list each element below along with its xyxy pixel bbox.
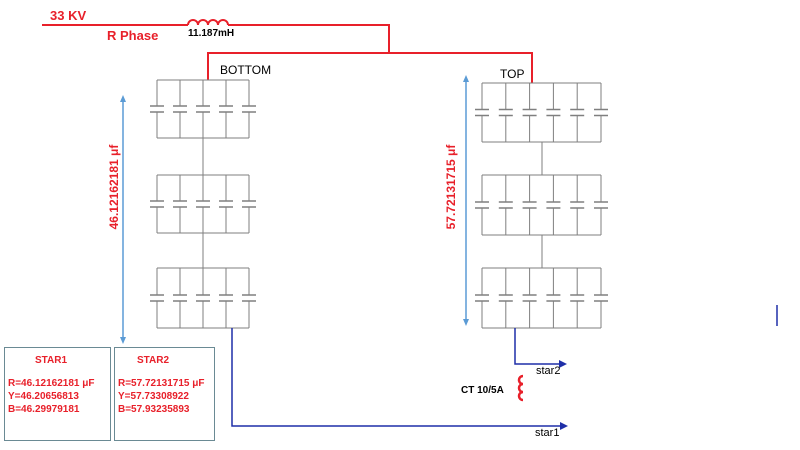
star2-arrowhead <box>559 360 567 368</box>
capacitor-element <box>546 83 561 142</box>
star1-b-value: B=46.29979181 <box>8 404 80 415</box>
capacitor-element <box>522 83 537 142</box>
capacitor-element <box>173 268 187 328</box>
capacitor-element <box>196 80 210 138</box>
capacitor-element <box>242 268 256 328</box>
capacitor-element <box>173 175 187 233</box>
star1-y-value: Y=46.20656813 <box>8 391 79 402</box>
capacitor-element <box>219 80 233 138</box>
capacitor-element <box>475 268 489 328</box>
bottom-bank-label: BOTTOM <box>220 63 272 77</box>
capacitor-element <box>546 175 561 235</box>
capacitor-element <box>242 80 256 138</box>
phase-label: R Phase <box>107 28 159 43</box>
bottom-dimension-arrow <box>120 95 126 344</box>
bottom-feed-line <box>207 52 533 83</box>
star1-r-value: R=46.12162181 μF <box>8 378 95 389</box>
capacitor-element <box>522 175 537 235</box>
capacitor-element <box>570 83 585 142</box>
bottom-capacitance-label: 46.12162181 μf <box>107 144 121 230</box>
capacitor-element <box>219 175 233 233</box>
star2-y-value: Y=57.73308922 <box>118 391 189 402</box>
capacitor-element <box>150 80 164 138</box>
capacitor-element <box>498 83 513 142</box>
star1-line <box>231 328 565 427</box>
star1-output-label: star1 <box>535 427 560 439</box>
capacitor-element <box>196 175 210 233</box>
capacitor-element <box>570 175 585 235</box>
inductor-symbol <box>187 19 229 26</box>
capacitor-element <box>219 268 233 328</box>
top-bank-unit-3 <box>475 267 608 329</box>
capacitor-element <box>196 268 210 328</box>
capacitor-element <box>150 268 164 328</box>
bottom-bank-unit-2 <box>150 174 256 234</box>
capacitor-element <box>570 268 585 328</box>
top-capacitor-bank <box>475 82 608 329</box>
capacitor-element <box>522 268 537 328</box>
top-capacitance-label: 57.72131715 μf <box>444 144 458 230</box>
star2-b-value: B=57.93235893 <box>118 404 190 415</box>
capacitor-element <box>173 80 187 138</box>
capacitor-element <box>594 175 608 235</box>
star2-table: STAR2 R=57.72131715 μF Y=57.73308922 B=5… <box>114 347 215 441</box>
top-bank-unit-2 <box>475 174 608 236</box>
capacitor-element <box>498 268 513 328</box>
ct-label: CT 10/5A <box>461 385 504 396</box>
capacitor-element <box>475 175 489 235</box>
star1-arrowhead <box>560 422 568 430</box>
capacitor-element <box>242 175 256 233</box>
star1-table: STAR1 R=46.12162181 μF Y=46.20656813 B=4… <box>4 347 111 441</box>
phase-line-to-junction <box>228 24 390 53</box>
capacitor-element <box>498 175 513 235</box>
star2-title: STAR2 <box>137 355 170 366</box>
ct-coil-symbol <box>517 374 524 402</box>
bottom-bank-unit-3 <box>150 267 256 329</box>
star2-line <box>514 328 563 365</box>
bottom-capacitor-bank <box>150 79 256 329</box>
star1-title: STAR1 <box>35 355 68 366</box>
star2-r-value: R=57.72131715 μF <box>118 378 205 389</box>
star2-output-label: star2 <box>536 365 561 377</box>
voltage-label: 33 KV <box>50 8 87 23</box>
capacitor-element <box>546 268 561 328</box>
capacitor-element <box>594 83 608 142</box>
inductor-value: 11.187mH <box>188 28 235 39</box>
capacitor-element <box>150 175 164 233</box>
top-bank-label: TOP <box>500 67 525 81</box>
top-bank-unit-1 <box>475 82 608 143</box>
bottom-bank-unit-1 <box>150 79 256 139</box>
capacitor-element <box>475 83 489 142</box>
top-dimension-arrow <box>463 75 469 326</box>
capacitor-element <box>594 268 608 328</box>
